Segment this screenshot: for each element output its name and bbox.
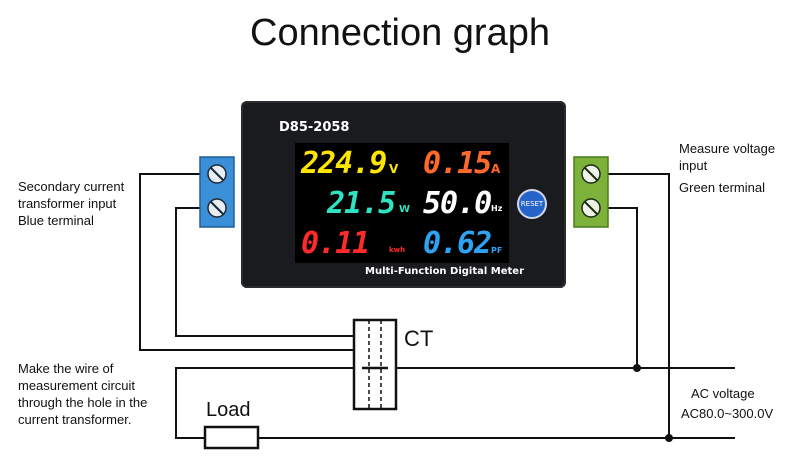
meter-display: 224.9 V 0.15 A 21.5 W 50.0 Hz 0.11 kwh 0… bbox=[295, 143, 509, 263]
energy-unit: kwh bbox=[389, 246, 406, 254]
voltage-value: 224.9 bbox=[301, 146, 387, 181]
wire-note: Make the wire of measurement circuit thr… bbox=[18, 361, 148, 427]
reset-button[interactable]: RESET bbox=[517, 189, 547, 219]
junction-dot bbox=[665, 434, 673, 442]
ac-voltage-label: AC voltage bbox=[691, 386, 755, 401]
power-factor-unit: PF bbox=[491, 246, 503, 255]
power-value: 21.5 bbox=[327, 186, 396, 221]
page-title: Connection graph bbox=[250, 12, 550, 54]
voltage-unit: V bbox=[389, 162, 399, 176]
measure-voltage-label: Measure voltage input Green terminal bbox=[679, 141, 776, 195]
voltage-wire-top bbox=[608, 173, 670, 438]
energy-value: 0.11 bbox=[301, 226, 370, 261]
green-terminal-block bbox=[573, 156, 609, 228]
load-label: Load bbox=[206, 399, 251, 421]
ct-wire-inner bbox=[175, 207, 357, 337]
power-factor-value: 0.62 bbox=[423, 226, 492, 261]
frequency-unit: Hz bbox=[491, 204, 503, 213]
meter-caption: Multi-Function Digital Meter bbox=[365, 266, 525, 277]
current-value: 0.15 bbox=[423, 146, 492, 181]
ac-range-label: AC80.0~300.0V bbox=[681, 406, 774, 421]
voltage-wire-bottom bbox=[608, 207, 638, 368]
ct-label: CT bbox=[404, 326, 434, 351]
current-unit: A bbox=[491, 162, 501, 176]
power-unit: W bbox=[399, 204, 411, 215]
digital-meter: D85-2058 224.9 V 0.15 A 21.5 W 50.0 Hz 0… bbox=[241, 101, 566, 288]
blue-terminal-block bbox=[199, 156, 235, 228]
frequency-value: 50.0 bbox=[423, 186, 492, 221]
current-transformer bbox=[352, 318, 398, 411]
load-resistor bbox=[203, 425, 260, 450]
meter-model: D85-2058 bbox=[279, 120, 350, 135]
junction-dot bbox=[633, 364, 641, 372]
secondary-ct-label: Secondary current transformer input Blue… bbox=[18, 179, 125, 228]
ct-wire-outer bbox=[139, 173, 357, 351]
line-wire bbox=[175, 367, 735, 439]
